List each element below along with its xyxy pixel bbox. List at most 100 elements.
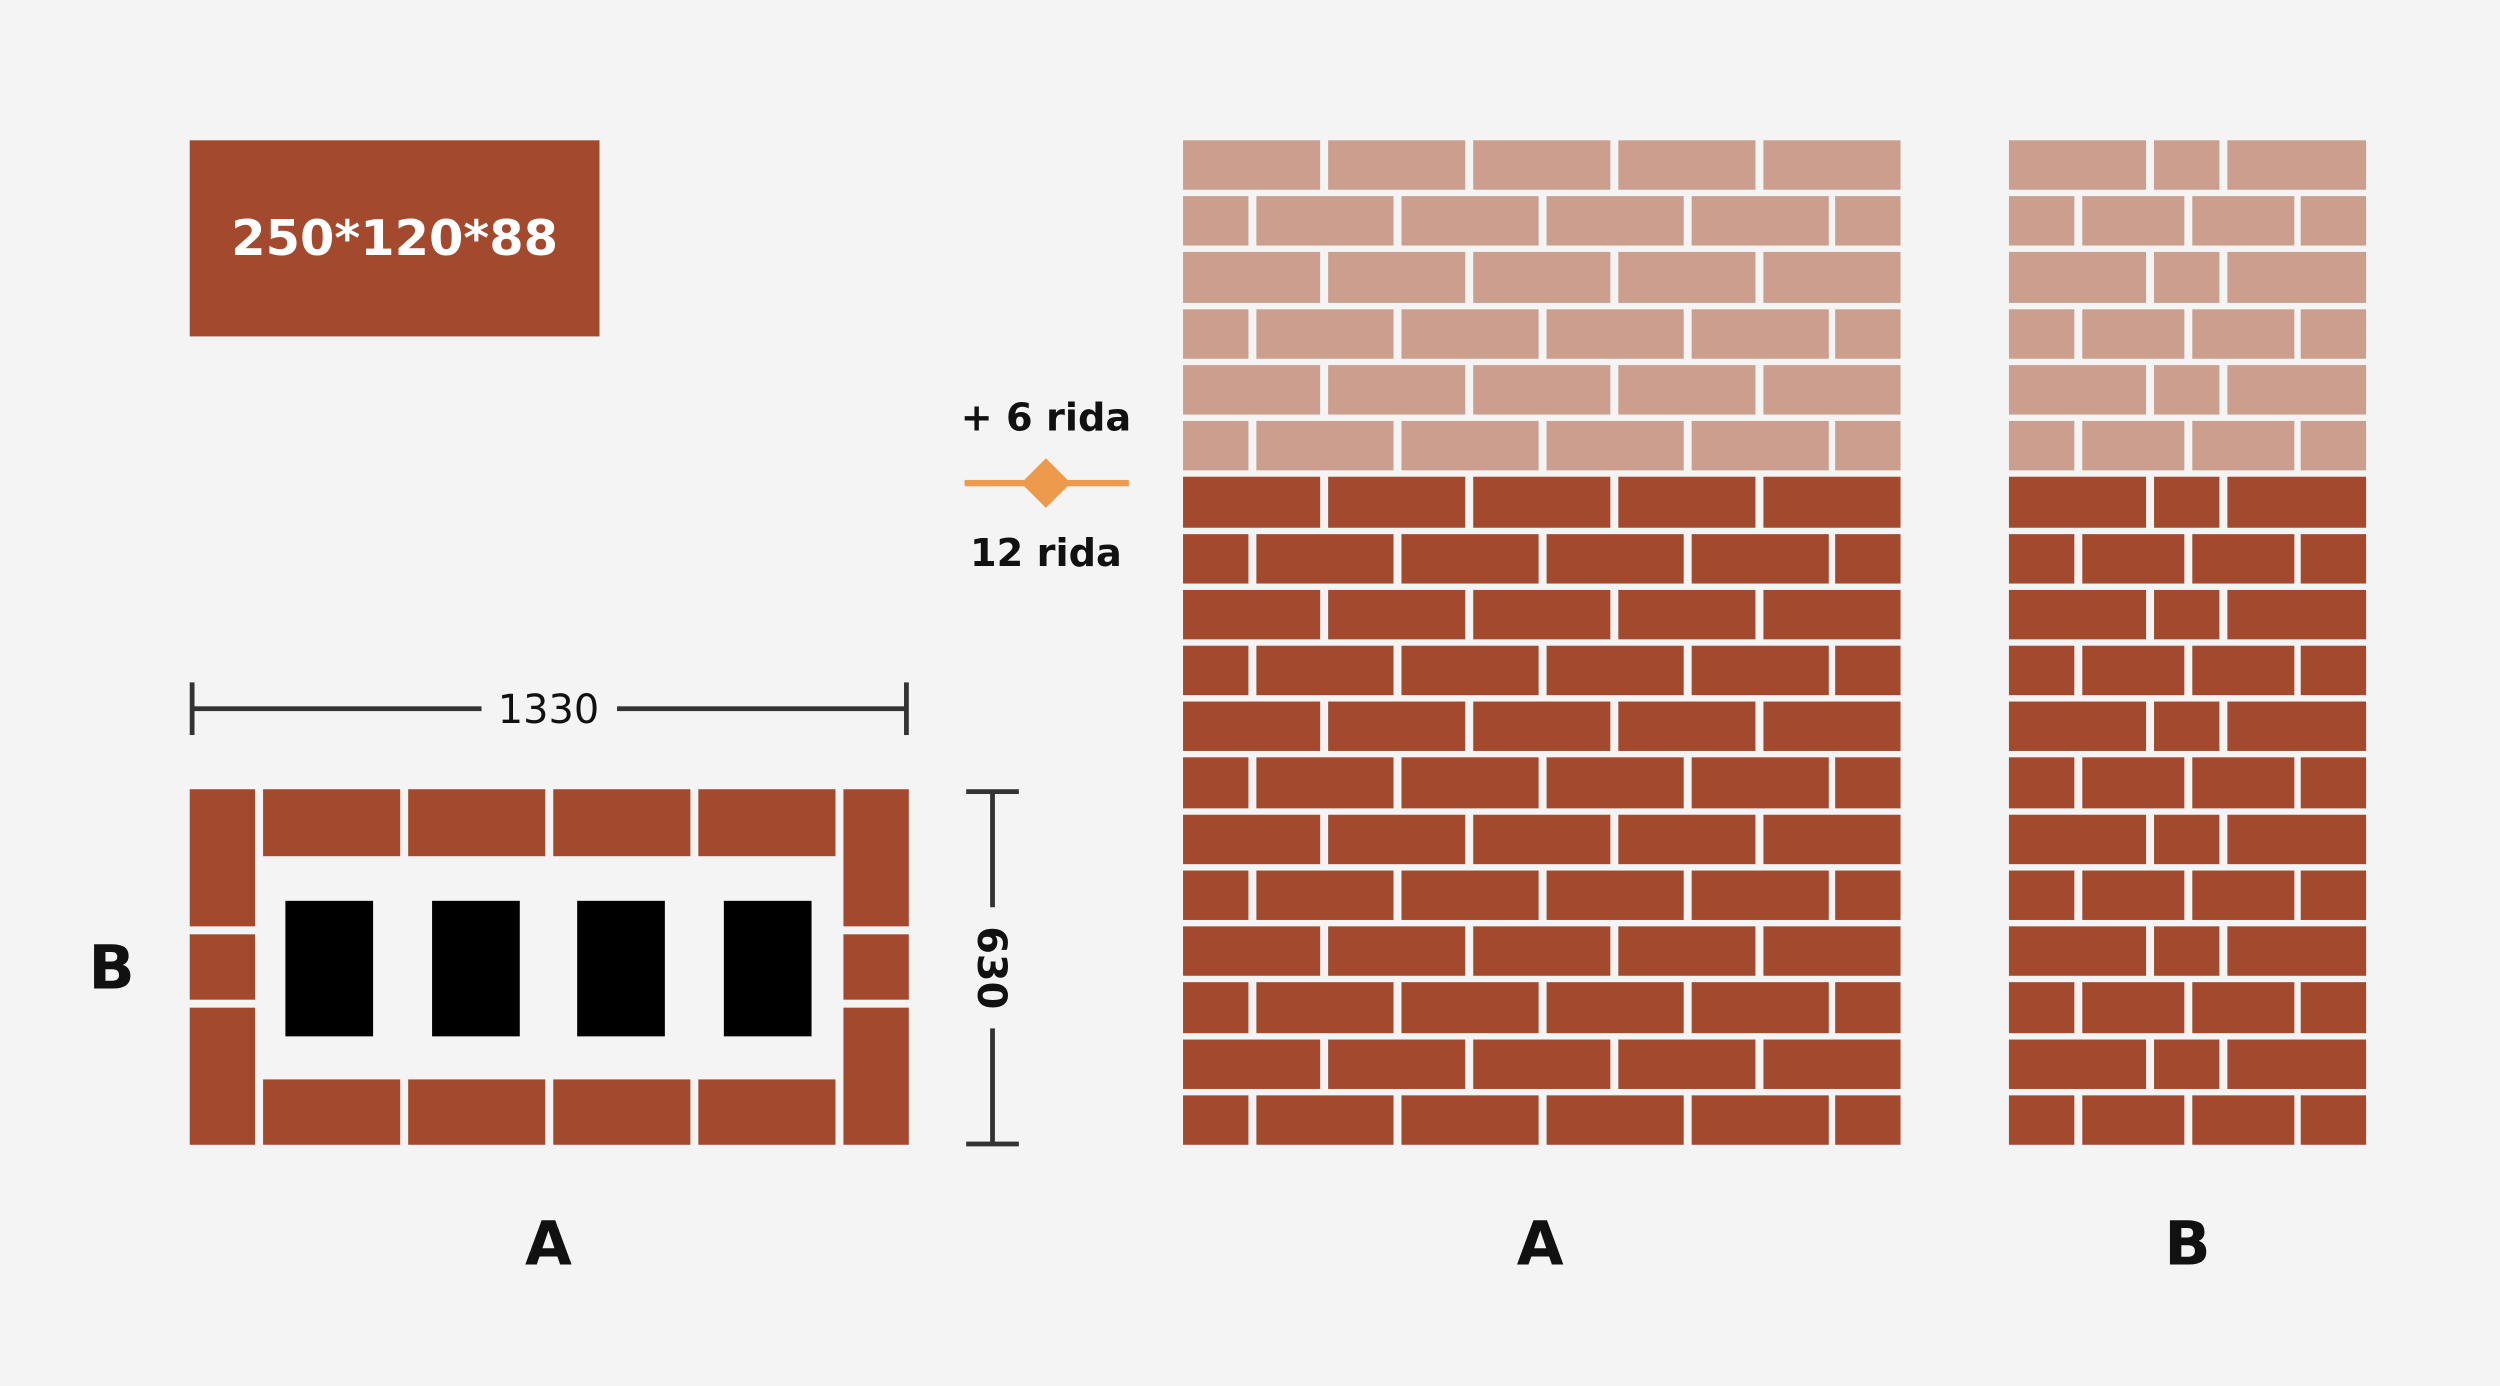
width-dimension-tick-left (189, 682, 195, 736)
wall-b-extra-row-brick (2008, 364, 2147, 415)
wall-b-base-row-brick (2008, 926, 2147, 977)
wall-a-base-row-brick (1183, 926, 1321, 977)
wall-a-extra-row-brick (1618, 364, 1756, 415)
wall-a-extra-row-brick (1546, 421, 1684, 471)
wall-b-extra-row-brick (2008, 252, 2147, 303)
wall-b-extra-row-brick (2082, 421, 2185, 471)
plan-brick (553, 789, 691, 857)
wall-b-base-row-brick (2300, 1094, 2367, 1145)
wall-a-base-row-brick (1763, 814, 1901, 864)
wall-b-base-row-brick (2008, 645, 2075, 696)
wall-a-extra-row-brick (1183, 308, 1249, 359)
wall-a-base-row-brick (1835, 533, 1901, 584)
plan-brick (843, 789, 909, 927)
wall-a-base-row-brick (1546, 645, 1684, 696)
wall-b-extra-row-brick (2154, 252, 2220, 303)
wall-a-extra-row-brick (1835, 196, 1901, 247)
plan-flue-hole (285, 900, 374, 1037)
wall-b-label: B (2164, 1208, 2211, 1279)
wall-a-label: A (1516, 1208, 1564, 1279)
wall-b-base-row-brick (2192, 1094, 2295, 1145)
wall-a-extra-row-brick (1835, 421, 1901, 471)
height-dimension-label: 630 (968, 926, 1015, 1010)
plan-brick (553, 1079, 691, 1145)
wall-b-extra-row-brick (2227, 252, 2367, 303)
wall-b-base-row-brick (2227, 477, 2367, 528)
wall-b-base-row-brick (2154, 926, 2220, 977)
wall-a-extra-row-brick (1183, 140, 1321, 191)
wall-a-base-row-brick (1183, 533, 1249, 584)
wall-b-extra-row-brick (2300, 421, 2367, 471)
wall-a-extra-row-brick (1473, 252, 1611, 303)
wall-b-extra-row-brick (2008, 140, 2147, 191)
wall-a-base-row-brick (1473, 477, 1611, 528)
wall-b-base-row-brick (2008, 814, 2147, 864)
wall-a-extra-row-brick (1691, 308, 1829, 359)
plan-brick (189, 934, 256, 1000)
wall-a-base-row-brick (1328, 477, 1466, 528)
wall-a-base-row-brick (1183, 758, 1249, 808)
wall-a-extra-row-brick (1401, 196, 1539, 247)
wall-b-base-row-brick (2227, 701, 2367, 752)
wall-a-extra-row-brick (1691, 421, 1829, 471)
wall-a-base-row-brick (1763, 477, 1901, 528)
wall-a-base-row-brick (1328, 926, 1466, 977)
height-dimension-cap-top (966, 789, 1019, 795)
wall-a-base-row-brick (1183, 589, 1321, 640)
wall-a-extra-row-brick (1473, 140, 1611, 191)
plan-brick (408, 789, 546, 857)
width-dimension-line-left (191, 706, 482, 712)
height-dimension-cap-bottom (966, 1141, 1019, 1147)
wall-a-base-row-brick (1691, 645, 1829, 696)
wall-a-base-row-brick (1691, 533, 1829, 584)
wall-a-base-row-brick (1256, 758, 1394, 808)
wall-b-extra-row-brick (2300, 308, 2367, 359)
wall-b-extra-row-brick (2227, 140, 2367, 191)
wall-a-base-row-brick (1256, 1094, 1394, 1145)
wall-a-base-row-brick (1618, 814, 1756, 864)
wall-a-extra-row-brick (1546, 196, 1684, 247)
wall-b-base-row-brick (2227, 926, 2367, 977)
brick-size-tag: 250*120*88 (189, 140, 600, 337)
wall-b-base-row-brick (2300, 533, 2367, 584)
wall-a-base-row-brick (1691, 1094, 1829, 1145)
wall-b-extra-row-brick (2300, 196, 2367, 247)
wall-a-extra-row-brick (1256, 196, 1394, 247)
wall-b-base-row-brick (2082, 645, 2185, 696)
wall-a-base-row-brick (1546, 870, 1684, 921)
wall-a-extra-row-brick (1473, 364, 1611, 415)
wall-a-base-row-brick (1473, 926, 1611, 977)
wall-a-extra-row-brick (1183, 196, 1249, 247)
wall-a-base-row-brick (1835, 870, 1901, 921)
wall-a-base-row-brick (1546, 758, 1684, 808)
wall-b-base-row-brick (2192, 645, 2295, 696)
wall-a-base-row-brick (1401, 645, 1539, 696)
wall-b-extra-row-brick (2154, 140, 2220, 191)
wall-b-base-row-brick (2227, 1038, 2367, 1089)
wall-a-extra-row-brick (1328, 364, 1466, 415)
wall-a-base-row-brick (1183, 982, 1249, 1033)
wall-a-base-row-brick (1256, 533, 1394, 584)
plan-brick (843, 1007, 909, 1145)
wall-a-base-row-brick (1618, 701, 1756, 752)
wall-a-extra-row-brick (1401, 308, 1539, 359)
wall-a-base-row-brick (1401, 1094, 1539, 1145)
wall-a-base-row-brick (1546, 1094, 1684, 1145)
wall-b-extra-row-brick (2154, 364, 2220, 415)
plan-brick (189, 1007, 256, 1145)
width-dimension-line-right (617, 706, 908, 712)
wall-a-base-row-brick (1473, 701, 1611, 752)
wall-b-base-row-brick (2192, 758, 2295, 808)
wall-a-base-row-brick (1691, 982, 1829, 1033)
wall-a-base-row-brick (1256, 870, 1394, 921)
wall-b-base-row-brick (2008, 589, 2147, 640)
height-dimension-line-bottom (990, 1028, 995, 1145)
wall-a-base-row-brick (1183, 477, 1321, 528)
wall-a-base-row-brick (1835, 758, 1901, 808)
wall-a-base-row-brick (1835, 1094, 1901, 1145)
wall-b-base-row-brick (2008, 533, 2075, 584)
wall-b-extra-row-brick (2008, 421, 2075, 471)
wall-b-base-row-brick (2192, 533, 2295, 584)
wall-a-extra-row-brick (1256, 308, 1394, 359)
